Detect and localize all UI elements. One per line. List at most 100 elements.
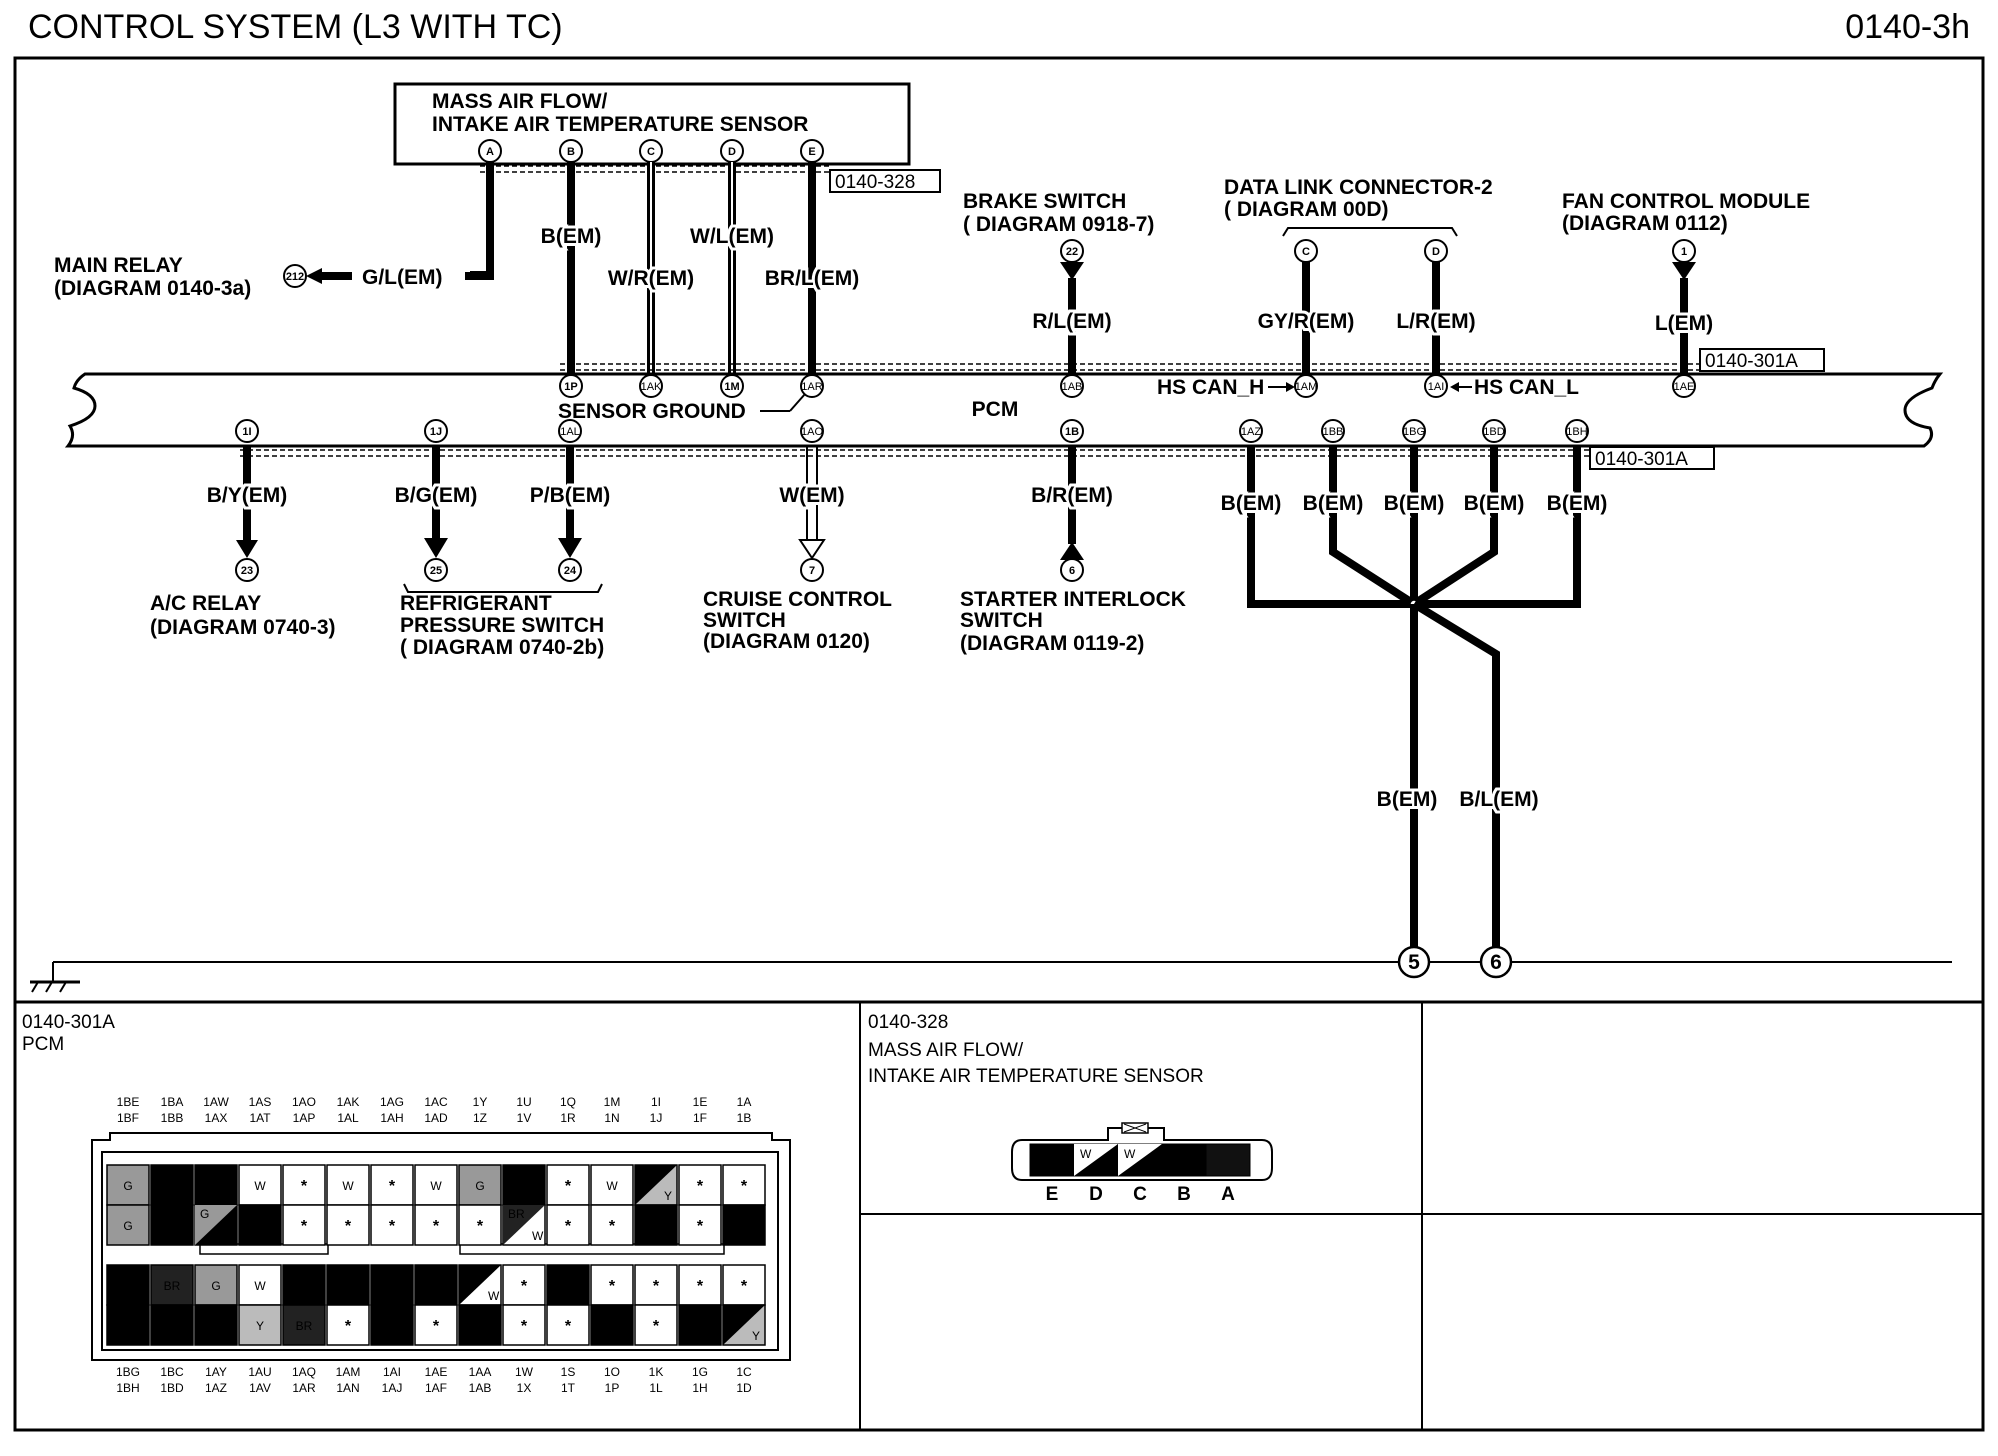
pcm-connector-cell: *	[634, 1264, 678, 1306]
svg-text:BR: BR	[1036, 1147, 1053, 1161]
pcm-connector-cell: B	[194, 1164, 238, 1206]
pcm-bottom-ref-box	[1589, 446, 1715, 470]
pcm-pin-label: 1AV	[249, 1381, 271, 1395]
fan-module-label-1: FAN CONTROL MODULE	[1562, 190, 1810, 213]
maf-connector-ref: 0140-328	[835, 172, 915, 193]
pcm-label: PCM	[972, 398, 1019, 421]
svg-text:Y: Y	[752, 1329, 760, 1343]
svg-text:B: B	[388, 1279, 396, 1293]
maf-connector-ref-box	[829, 169, 941, 193]
fan-module-label-2: (DIAGRAM 0112)	[1562, 212, 1728, 235]
svg-text:B: B	[476, 1319, 484, 1333]
svg-text:*: *	[345, 1218, 352, 1235]
svg-text:B: B	[432, 1279, 440, 1293]
svg-text:B: B	[300, 1279, 308, 1293]
wire-label-gnd2: B(EM)	[1303, 492, 1364, 515]
pcm-connector-cell: *	[370, 1164, 414, 1206]
svg-text:W: W	[1124, 1147, 1136, 1161]
pcm-pin-label: 1Z	[473, 1111, 487, 1125]
pcm-connector-cell: *	[590, 1204, 634, 1246]
svg-text:6: 6	[1069, 565, 1075, 577]
starter-pin: 6	[1060, 558, 1084, 582]
pcm-pin-label: 1AL	[337, 1111, 359, 1125]
pcm-connector-cell: BY	[634, 1164, 678, 1206]
pcm-pin-label: 1AP	[293, 1111, 316, 1125]
wire-label-out5: B(EM)	[1377, 788, 1438, 811]
brake-switch-label-1: BRAKE SWITCH	[963, 190, 1126, 213]
pcm-connector-cell: BRW	[502, 1204, 546, 1246]
pcm-connector-cell: G	[106, 1164, 150, 1206]
svg-text:B: B	[740, 1219, 748, 1233]
svg-text:B: B	[168, 1319, 176, 1333]
pcm-pin-label: 1S	[561, 1365, 576, 1379]
pcm-pin-label: 1AW	[203, 1095, 229, 1109]
wire-label-b: B(EM)	[541, 225, 602, 248]
maf-sensor-label-1: MASS AIR FLOW/	[432, 90, 608, 113]
wire-label-starter: B/R(EM)	[1031, 484, 1113, 507]
pcm-pin-label: 1BC	[160, 1365, 184, 1379]
sensor-ground-leader-2	[789, 393, 806, 412]
pcm-pin-label: 1AE	[425, 1365, 448, 1379]
pcm-pin-label: 1AO	[292, 1095, 316, 1109]
pcm-pin-label: 1AB	[469, 1381, 492, 1395]
wire-label-gnd4: B(EM)	[1464, 492, 1525, 515]
pcm-connector-cell: B	[546, 1264, 590, 1306]
wire-label-gnd1: B(EM)	[1221, 492, 1282, 515]
hs-can-l-label: HS CAN_L	[1474, 376, 1579, 399]
pcm-connector-top-labels: 1BE1BF1BA1BB1AW1AX1AS1AT1AO1AP1AK1AL1AG1…	[117, 1095, 752, 1125]
maf-connector-cell: B	[1161, 1143, 1207, 1177]
pcm-pin-1ak: 1AK	[639, 374, 663, 398]
svg-text:B: B	[728, 1307, 736, 1321]
maf-pin-letter: A	[1221, 1184, 1235, 1205]
pcm-pin-label: 1AA	[469, 1365, 492, 1379]
pcm-pin-label: 1T	[561, 1381, 576, 1395]
svg-text:*: *	[565, 1318, 572, 1335]
ground-output-5: 5	[1397, 945, 1431, 979]
hs-can-l-arrowhead	[1450, 382, 1459, 392]
pcm-pin-label: 1P	[605, 1381, 620, 1395]
svg-text:G: G	[123, 1179, 132, 1193]
svg-text:BR: BR	[508, 1207, 525, 1221]
pcm-pin-1m: 1M	[720, 374, 744, 398]
pcm-connector-housing	[91, 1132, 791, 1361]
main-relay-arrow	[306, 268, 322, 284]
svg-text:B: B	[464, 1267, 472, 1281]
pcm-connector-cell: *	[282, 1164, 326, 1206]
svg-text:B: B	[652, 1219, 660, 1233]
svg-text:B: B	[256, 1219, 264, 1233]
cruise-label-3: (DIAGRAM 0120)	[703, 630, 870, 653]
maf-pin-letter: E	[1046, 1184, 1059, 1205]
wire-gnd-1bb	[1329, 446, 1417, 608]
pcm-pin-1bg: 1BG	[1402, 419, 1426, 443]
svg-text:1AL: 1AL	[560, 426, 580, 438]
svg-text:1: 1	[1681, 246, 1687, 258]
pcm-connector-cell: *	[282, 1204, 326, 1246]
svg-text:B: B	[124, 1279, 132, 1293]
svg-text:W: W	[430, 1179, 442, 1193]
wire-label-c: W/R(EM)	[608, 267, 694, 290]
ac-relay-pin: 23	[235, 558, 259, 582]
pcm-pin-label: 1BD	[160, 1381, 184, 1395]
svg-text:1AM: 1AM	[1295, 381, 1318, 393]
dlc-pin-c: C	[1294, 239, 1318, 263]
svg-text:C: C	[1302, 246, 1310, 258]
pcm-pin-label: 1B	[737, 1111, 752, 1125]
maf-sensor-label-2: INTAKE AIR TEMPERATURE SENSOR	[432, 113, 808, 136]
svg-text:BR: BR	[164, 1279, 181, 1293]
pcm-pin-label: 1K	[649, 1365, 664, 1379]
pcm-connector-cell: B	[194, 1304, 238, 1346]
wire-label-ac: B/Y(EM)	[207, 484, 288, 507]
pcm-pin-label: 1AD	[424, 1111, 448, 1125]
starter-label-1: STARTER INTERLOCK	[960, 588, 1186, 611]
pcm-pin-label: 1BE	[117, 1095, 140, 1109]
svg-text:1M: 1M	[724, 381, 739, 393]
svg-text:1BD: 1BD	[1483, 426, 1504, 438]
pcm-pin-label: 1O	[604, 1365, 620, 1379]
pcm-connector-cell: B	[678, 1304, 722, 1346]
pcm-connector-cell: *	[678, 1204, 722, 1246]
svg-text:B: B	[696, 1319, 704, 1333]
svg-text:*: *	[477, 1218, 484, 1235]
pcm-connector-cell: *	[414, 1304, 458, 1346]
svg-text:7: 7	[809, 565, 815, 577]
